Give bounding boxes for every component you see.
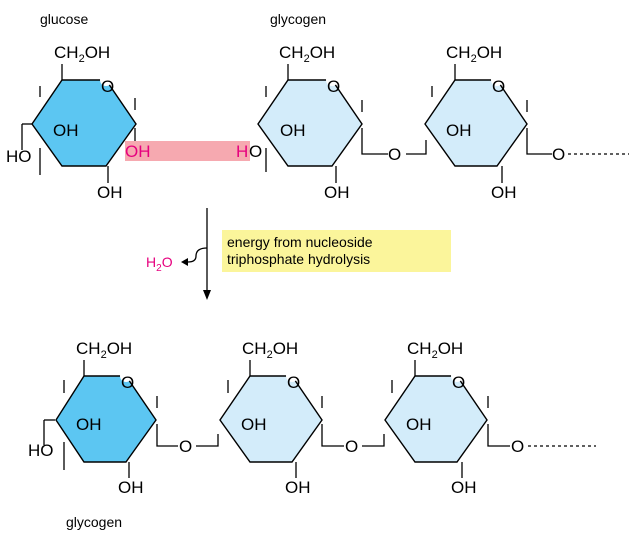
ring-oxygen-glucose: O [101, 77, 114, 96]
glycogen-ring-bottom-1 [43, 360, 178, 478]
ring-oxygen-bottom-1: O [121, 373, 134, 392]
ring-oxygen-top-2: O [492, 77, 505, 96]
ho-bottom-1-left: HO [28, 441, 54, 460]
o-glycosidic-bottom-1: O [179, 437, 192, 456]
ring-oxygen-bottom-2: O [287, 373, 300, 392]
ch2oh-bottom-1: CH2OH [76, 339, 132, 361]
o-glycogen-reacting: O [249, 142, 262, 161]
oh-glucose-reacting: OH [125, 142, 151, 161]
oh-top-2-inner: OH [446, 121, 472, 140]
h-glycogen-reacting: H [236, 142, 248, 161]
oh-bottom-1-inner: OH [76, 415, 102, 434]
ch2oh-top-1: CH2OH [279, 43, 335, 65]
oh-top-1-bottom: OH [324, 183, 350, 202]
ring-oxygen-bottom-3: O [452, 373, 465, 392]
oh-glucose-ring-inner: OH [53, 121, 79, 140]
energy-box [222, 230, 451, 272]
o-glycosidic-top: O [388, 145, 401, 164]
water-label: H2O [146, 254, 173, 274]
glycogen-ring-bottom-2 [196, 360, 344, 478]
oh-top-1-inner: OH [280, 121, 306, 140]
oh-bottom-1-bottom: OH [118, 478, 144, 497]
oh-bottom-3-inner: OH [406, 415, 432, 434]
o-glycosidic-bottom-2: O [345, 437, 358, 456]
ch2oh-glucose: CH2OH [54, 43, 110, 65]
ch2oh-bottom-3: CH2OH [407, 339, 463, 361]
glycogen-ring-top-2 [406, 64, 629, 183]
ring-oxygen-top-1: O [327, 77, 340, 96]
glucose-label: glucose [40, 11, 88, 27]
oh-glucose-bottom: OH [97, 183, 123, 202]
glycogen-bottom-label: glycogen [66, 514, 122, 530]
oh-top-2-bottom: OH [491, 183, 517, 202]
energy-text-line2: triphosphate hydrolysis [227, 251, 370, 267]
oh-bottom-3-bottom: OH [451, 478, 477, 497]
oh-bottom-2-inner: OH [241, 415, 267, 434]
ch2oh-top-2: CH2OH [446, 43, 502, 65]
glycogen-ring-bottom-3 [362, 360, 596, 478]
reaction-arrow [181, 208, 211, 300]
condensation-highlight-box [125, 141, 250, 161]
oh-bottom-2-bottom: OH [285, 478, 311, 497]
glycogen-top-label: glycogen [270, 11, 326, 27]
ho-glucose-left: HO [6, 147, 32, 166]
glucose-ring [21, 64, 137, 183]
o-chain-end-bottom: O [511, 437, 524, 456]
glycogen-ring-top-1 [257, 64, 388, 183]
ch2oh-bottom-2: CH2OH [242, 339, 298, 361]
o-chain-end-top: O [552, 145, 565, 164]
energy-text-line1: energy from nucleoside [227, 234, 373, 250]
